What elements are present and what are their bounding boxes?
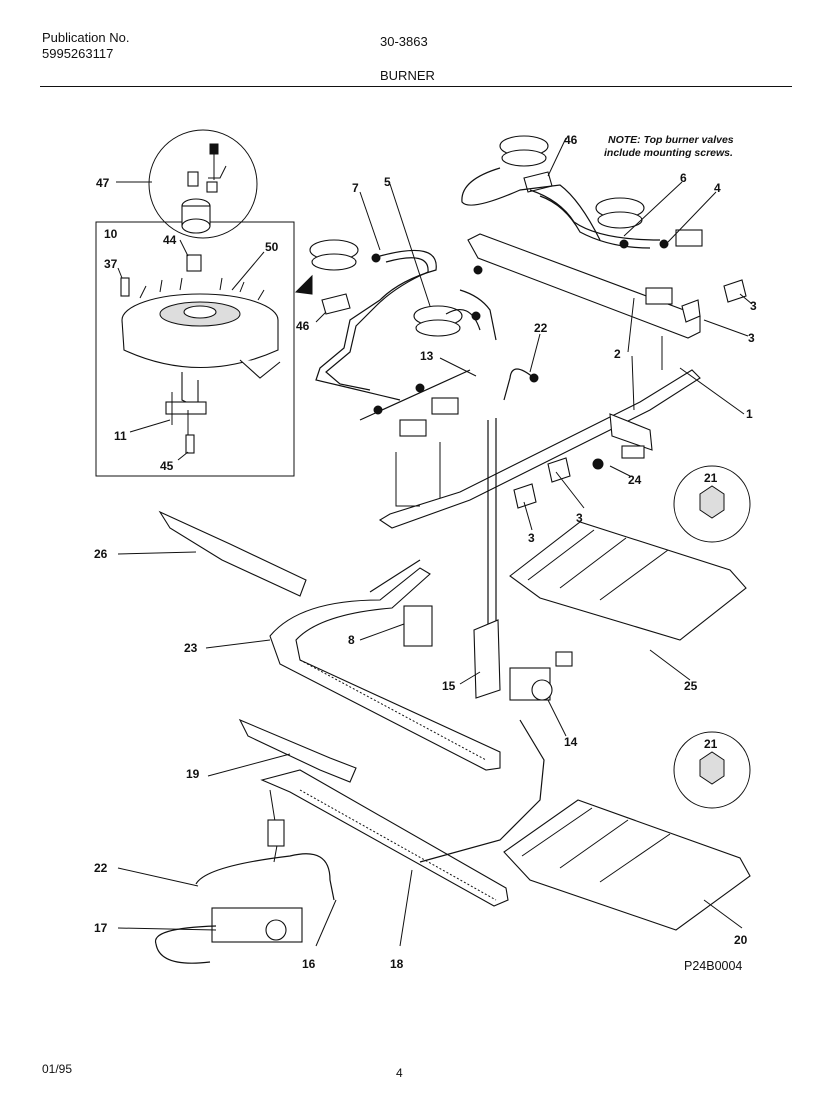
leader-lines	[116, 137, 753, 947]
callout-46-lower: 46	[296, 319, 310, 333]
callout-24: 24	[628, 473, 642, 487]
callout-47: 47	[96, 176, 110, 190]
callout-25: 25	[684, 679, 698, 693]
callout-16: 16	[302, 957, 316, 971]
publication-label: Publication No.	[42, 30, 130, 45]
top-burner-heads	[309, 135, 645, 337]
oven-burners	[260, 559, 509, 907]
callout-5: 5	[384, 175, 391, 189]
footer-date: 01/95	[42, 1062, 73, 1076]
callout-10: 10	[104, 227, 118, 241]
callout-44: 44	[163, 233, 177, 247]
callout-21-upper: 21	[704, 471, 718, 485]
note-line-2: include mounting screws.	[604, 147, 733, 159]
callout-50: 50	[265, 240, 279, 254]
burner-valves	[371, 229, 747, 509]
callout-17: 17	[94, 921, 108, 935]
header-rule	[40, 86, 792, 87]
callout-2: 2	[614, 347, 621, 361]
manifold-frame	[378, 233, 701, 640]
callout-3-b: 3	[748, 331, 755, 345]
model-code: 30-3863	[380, 34, 428, 49]
callout-22-lower: 22	[94, 861, 108, 875]
figure-code: P24B0004	[684, 959, 742, 973]
callout-14: 14	[564, 735, 578, 749]
note-line-1: NOTE: Top burner valves	[608, 134, 734, 146]
igniters	[158, 510, 501, 783]
callout-20: 20	[734, 933, 748, 947]
callout-13: 13	[420, 349, 434, 363]
callout-3-c: 3	[576, 511, 583, 525]
callout-21-lower: 21	[704, 737, 718, 751]
callout-11: 11	[114, 429, 127, 443]
detail-circle	[148, 129, 258, 239]
callout-8: 8	[348, 633, 355, 647]
callout-1: 1	[746, 407, 753, 421]
callout-4: 4	[714, 181, 721, 195]
callout-37: 37	[104, 257, 118, 271]
callout-22-upper: 22	[534, 321, 548, 335]
callout-15: 15	[442, 679, 456, 693]
callout-26: 26	[94, 547, 108, 561]
callout-6: 6	[680, 171, 687, 185]
inset-burner-detail	[95, 129, 313, 477]
callout-18: 18	[390, 957, 404, 971]
callout-46-upper: 46	[564, 133, 578, 147]
callout-3-d: 3	[528, 531, 535, 545]
gas-tubes	[315, 167, 661, 421]
callout-19: 19	[186, 767, 200, 781]
regulators	[154, 651, 573, 964]
callout-45: 45	[160, 459, 174, 473]
callout-23: 23	[184, 641, 198, 655]
callout-7: 7	[352, 181, 359, 195]
section-title: BURNER	[380, 68, 435, 83]
page-number: 4	[396, 1066, 403, 1080]
publication-number: 5995263117	[42, 46, 114, 61]
baffles	[503, 465, 751, 931]
callout-3-a: 3	[750, 299, 757, 313]
